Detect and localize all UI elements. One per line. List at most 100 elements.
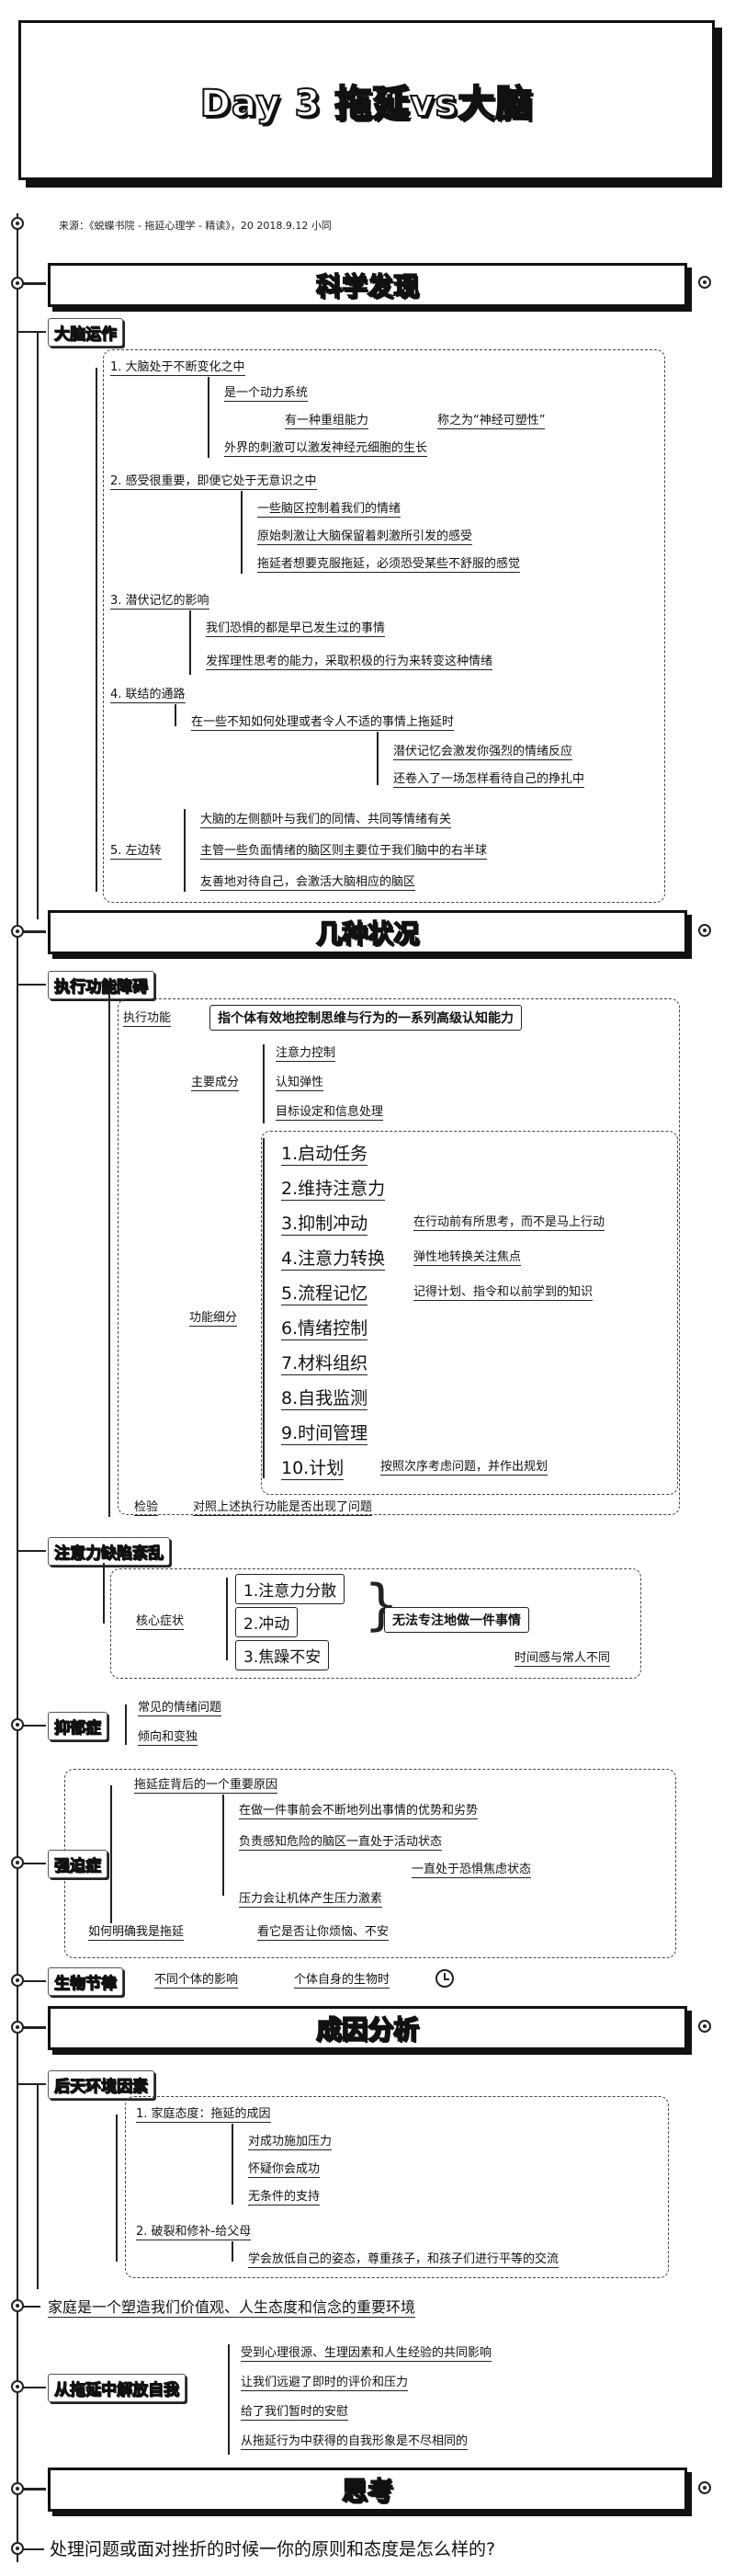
branch-line <box>110 1785 112 1923</box>
exec-main-2: 认知弹性 <box>276 1076 324 1091</box>
timeline-node <box>698 924 711 937</box>
timeline-node <box>11 2542 24 2555</box>
depression-b: 倾向和变独 <box>138 1730 198 1746</box>
section-banner-think: 思考 <box>48 2468 687 2512</box>
branch-line <box>103 1563 105 1624</box>
timeline-node <box>11 277 24 290</box>
branch-line <box>18 984 46 986</box>
ocd-e: 压力会让机体产生压力激素 <box>239 1892 383 1908</box>
env-node-1c: 无条件的支持 <box>248 2190 321 2206</box>
timeline-node <box>11 1856 24 1869</box>
section-connector <box>18 2488 46 2491</box>
brain-node-4: 4. 联结的通路 <box>110 688 186 703</box>
section-head-brain: 大脑运作 <box>48 318 123 347</box>
brain-node-1d: 外界的刺激可以激发神经元细胞的生长 <box>224 441 428 457</box>
ocd-c: 负责感知危险的脑区一直处于活动状态 <box>239 1835 443 1851</box>
add-group <box>110 1568 641 1679</box>
section-connector <box>18 282 46 285</box>
branch-line <box>228 2344 230 2455</box>
exec-func-label: 功能细分 <box>189 1311 238 1327</box>
exec-def-label: 执行功能 <box>123 1011 172 1027</box>
brain-node-4b: 潜伏记忆会激发你强烈的情绪反应 <box>393 745 573 760</box>
section-title: 几种状况 <box>315 918 420 950</box>
ocd-d: 一直处于恐惧焦虑状态 <box>412 1863 532 1878</box>
exec-definition: 指个体有效地控制思维与行为的一系列高级认知能力 <box>209 1005 522 1031</box>
branch-line <box>18 2387 46 2388</box>
exec-func-6: 6.情绪控制 <box>281 1315 368 1340</box>
exec-main-3: 目标设定和信息处理 <box>276 1105 384 1121</box>
depression-a: 常见的情绪问题 <box>138 1701 222 1716</box>
section-head-free: 从拖延中解放自我 <box>48 2374 186 2402</box>
exec-func-5: 5.流程记忆 <box>281 1280 368 1305</box>
brain-node-4a: 在一些不知如何处理或者令人不适的事情上拖延时 <box>191 715 455 731</box>
section-title: 成因分析 <box>315 2013 420 2046</box>
branch-line <box>175 704 176 726</box>
branch-line <box>37 2083 39 2289</box>
biorhythm-a: 不同个体的影响 <box>154 1973 239 1989</box>
brain-node-2a: 一些脑区控制着我们的情绪 <box>257 502 401 518</box>
timeline-node <box>698 2481 711 2494</box>
section-connector <box>18 2026 46 2029</box>
section-connector <box>18 930 46 933</box>
exec-func-10-note: 按照次序考虑问题，并作出规划 <box>380 1460 548 1476</box>
branch-line <box>18 1863 46 1864</box>
env-group <box>125 2096 669 2278</box>
section-head-depression: 抑郁症 <box>48 1712 107 1740</box>
section-title: 思考 <box>341 2475 394 2507</box>
exec-main-1: 注意力控制 <box>276 1046 336 1062</box>
free-d: 从拖延行为中获得的自我形象是不尽相同的 <box>241 2434 469 2450</box>
ocd-f: 如何明确我是拖延 <box>88 1925 185 1941</box>
ocd-b: 在做一件事前会不断地列出事情的优势和劣势 <box>239 1804 479 1819</box>
branch-line <box>116 2114 118 2262</box>
exec-func-3-note: 在行动前有所思考，而不是马上行动 <box>413 1215 605 1231</box>
section-banner-causes: 成因分析 <box>48 2006 687 2050</box>
branch-line <box>232 2124 233 2205</box>
exec-group <box>118 998 680 1515</box>
free-a: 受到心理很源、生理因素和人生经验的共同影响 <box>241 2346 492 2362</box>
timeline-node <box>11 2021 24 2034</box>
section-banner-science: 科学发现 <box>48 263 687 307</box>
exec-check: 对照上述执行功能是否出现了问题 <box>193 1500 373 1516</box>
timeline-node <box>698 276 711 289</box>
brain-node-5b: 主管一些负面情绪的脑区则主要位于我们脑中的右半球 <box>200 844 488 860</box>
add-symptom-1: 1.注意力分散 <box>235 1574 345 1604</box>
exec-func-3: 3.抑制冲动 <box>281 1210 368 1236</box>
exec-func-10: 10.计划 <box>281 1454 345 1480</box>
brain-node-2c: 拖延者想要克服拖延，必须恐受某些不舒服的感觉 <box>257 557 521 573</box>
exec-func-1: 1.启动任务 <box>281 1140 368 1166</box>
exec-func-5-note: 记得计划、指令和以前学到的知识 <box>413 1285 594 1301</box>
brain-node-4c: 还卷入了一场怎样看待自己的挣扎中 <box>393 772 585 788</box>
branch-line <box>263 1138 265 1478</box>
brain-node-2b: 原始刺激让大脑保留着刺激所引发的感受 <box>257 530 473 545</box>
brain-node-1: 1. 大脑处于不断变化之中 <box>110 360 245 376</box>
free-b: 让我们远避了即时的评价和压力 <box>241 2376 409 2391</box>
brain-node-3: 3. 潜伏记忆的影响 <box>110 594 209 610</box>
exec-check-label: 检验 <box>134 1500 159 1516</box>
section-head-env: 后天环境因素 <box>48 2070 154 2099</box>
branch-line <box>184 809 186 892</box>
env-node-2: 2. 破裂和修补-给父母 <box>136 2225 252 2240</box>
branch-line <box>208 377 209 458</box>
branch-line <box>18 1725 46 1727</box>
ocd-g: 看它是否让你烦恼、不安 <box>257 1925 390 1941</box>
brain-node-3a: 我们恐惧的都是早已发生过的事情 <box>206 621 386 637</box>
brain-node-3b: 发挥理性思考的能力，采取积极的行为来转变这种情绪 <box>206 655 493 670</box>
brain-node-2: 2. 感受很重要，即便它处于无意识之中 <box>110 474 317 490</box>
add-result: 无法专注地做一件事情 <box>384 1607 529 1633</box>
branch-line <box>108 993 110 1517</box>
ocd-a: 拖延症背后的一个重要原因 <box>134 1778 278 1794</box>
add-core-label: 核心症状 <box>136 1614 185 1630</box>
timeline-node <box>11 217 24 230</box>
final-question: 处理问题或面对挫折的时候一你的原则和态度是怎么样的? <box>50 2539 496 2559</box>
branch-line <box>377 732 379 785</box>
page-title: Day 3 拖延vs大脑 <box>199 82 534 126</box>
section-head-exec: 执行功能障碍 <box>48 971 154 999</box>
brain-group <box>103 349 665 903</box>
section-title: 科学发现 <box>315 270 420 302</box>
title-box: Day 3 拖延vs大脑 <box>18 20 715 180</box>
exec-func-group <box>261 1131 678 1495</box>
brain-node-1b: 有一种重组能力 <box>285 414 369 429</box>
timeline-node <box>11 2299 24 2312</box>
branch-line <box>96 368 97 892</box>
branch-line <box>18 2083 46 2085</box>
